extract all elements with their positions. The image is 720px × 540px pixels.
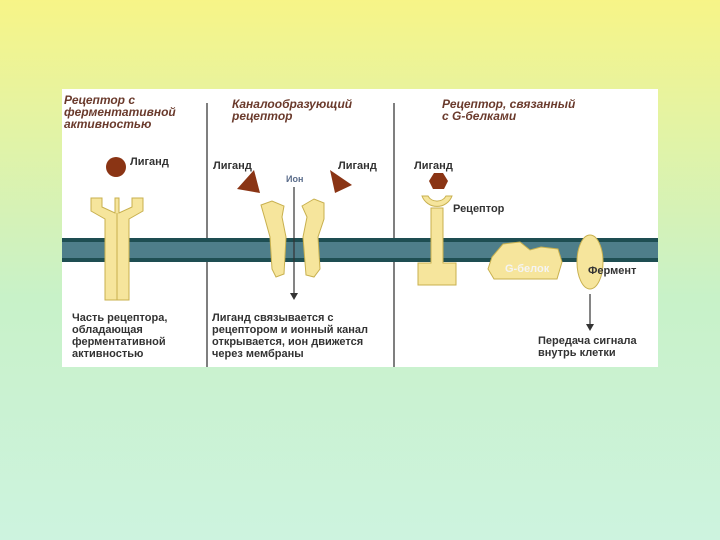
ligand-pentagon-icon: [429, 173, 448, 189]
channel-right-subunit: [301, 198, 325, 278]
channel-title-line-1: Каналообразующий: [232, 97, 353, 111]
gprotein-ligand-label: Лиганд: [414, 160, 453, 172]
channel-caption-line-3: открывается, ион движется: [212, 336, 364, 348]
enzymatic-title: Рецептор с ферментативной активностью: [64, 94, 176, 130]
g-protein-shape: [487, 241, 563, 280]
gprotein-caption: Передача сигнала внутрь клетки: [538, 335, 637, 359]
enzyme-label: Фермент: [588, 265, 637, 277]
enzymatic-title-line-3: активностью: [64, 117, 152, 131]
enzymatic-caption-line-1: Часть рецептора,: [72, 312, 168, 324]
gprotein-caption-line-1: Передача сигнала: [538, 335, 637, 347]
channel-caption-line-4: через мембраны: [212, 348, 304, 360]
ligand-circle-icon: [106, 157, 126, 177]
enzyme-shape: [576, 234, 604, 290]
cell-membrane: [62, 238, 658, 262]
enzymatic-title-line-2: ферментативной: [64, 105, 176, 119]
ion-arrow-down-icon: [290, 293, 298, 300]
enzymatic-ligand-label: Лиганд: [130, 156, 169, 168]
gprotein-caption-line-2: внутрь клетки: [538, 347, 616, 359]
channel-caption-line-1: Лиганд связывается с: [212, 312, 334, 324]
channel-caption: Лиганд связывается с рецептором и ионный…: [212, 312, 368, 360]
gpcr-receptor-shape: [417, 195, 457, 286]
ligand-left-triangle-icon: [237, 170, 260, 193]
channel-title: Каналообразующий рецептор: [232, 98, 352, 122]
gprotein-title-line-1: Рецептор, связанный: [442, 97, 576, 111]
enzymatic-caption-line-4: активностью: [72, 348, 144, 360]
channel-ligand-right-label: Лиганд: [338, 160, 377, 172]
channel-title-line-2: рецептор: [232, 109, 293, 123]
enzymatic-caption: Часть рецептора, обладающая ферментативн…: [72, 312, 167, 360]
receptor-label: Рецептор: [453, 203, 505, 215]
signal-arrow-down-icon: [586, 324, 594, 331]
channel-left-subunit: [260, 200, 287, 278]
diagram-canvas: [62, 103, 658, 367]
g-protein-label: G-белок: [505, 263, 550, 275]
gprotein-title: Рецептор, связанный с G-белками: [442, 98, 575, 122]
enzymatic-title-line-1: Рецептор с: [64, 93, 135, 107]
channel-ligand-left-label: Лиганд: [213, 160, 252, 172]
channel-caption-line-2: рецептором и ионный канал: [212, 324, 368, 336]
receptor-types-figure: Рецептор с ферментативной активностью Ли…: [62, 89, 658, 367]
ligand-right-triangle-icon: [330, 170, 352, 193]
gprotein-title-line-2: с G-белками: [442, 109, 517, 123]
ion-label: Ион: [286, 174, 304, 184]
enzymatic-caption-line-3: ферментативной: [72, 336, 166, 348]
enzymatic-caption-line-2: обладающая: [72, 324, 143, 336]
